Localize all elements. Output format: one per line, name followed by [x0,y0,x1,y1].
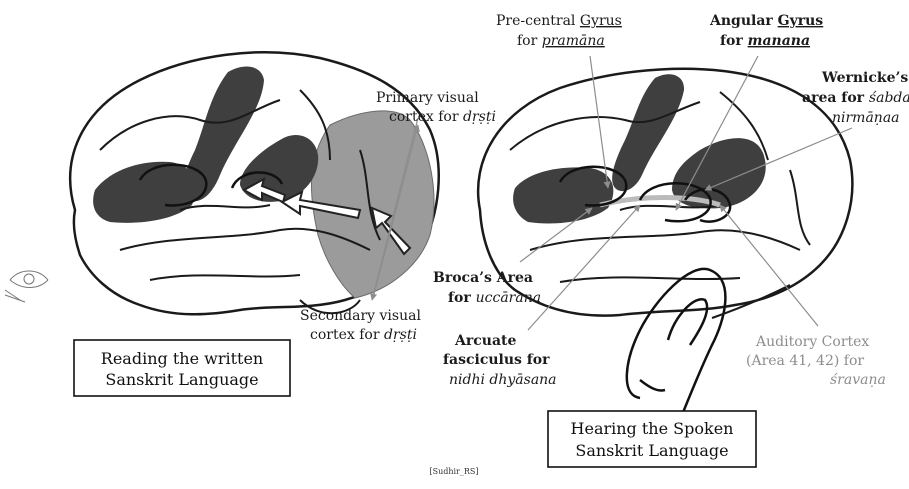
auditory-line3: śravaṇa [830,372,886,388]
eye-sketch [5,271,48,302]
primary-visual-line1: Primary visual [376,90,479,106]
right-caption-line1: Hearing the Spoken [571,419,734,438]
precentral-line2: for pramāna [517,33,605,49]
credit-text: [Sudhir_RS] [429,467,478,476]
primary-visual-line2: cortex for dṛṣṭi [389,109,496,125]
left-caption-line2: Sanskrit Language [105,370,258,389]
right-caption-line2: Sanskrit Language [575,441,728,460]
broca-line1: Broca’s Area [433,270,533,286]
broca-line2: for uccārana [448,290,541,306]
auditory-line2: (Area 41, 42) for [746,353,864,369]
wernicke-line2: area for śabda [802,90,909,106]
left-caption-line1: Reading the written [101,349,263,368]
secondary-visual-line2: cortex for dṛṣṭi [310,327,417,343]
secondary-visual-line1: Secondary visual [300,308,421,324]
wernicke-line1: Wernicke’s [821,70,908,86]
precentral-line1: Pre-central Gyrus [496,13,622,29]
auditory-line1: Auditory Cortex [755,334,869,350]
wernicke-line3: nirmāṇaa [832,110,900,126]
arcuate-line3: nidhi dhyāsana [449,372,557,388]
left-brain [5,52,439,314]
arcuate-line2: fasciculus for [443,352,550,368]
arcuate-line1: Arcuate [454,333,516,349]
angular-line2: for manana [720,33,810,49]
angular-line1: Angular Gyrus [709,13,823,29]
